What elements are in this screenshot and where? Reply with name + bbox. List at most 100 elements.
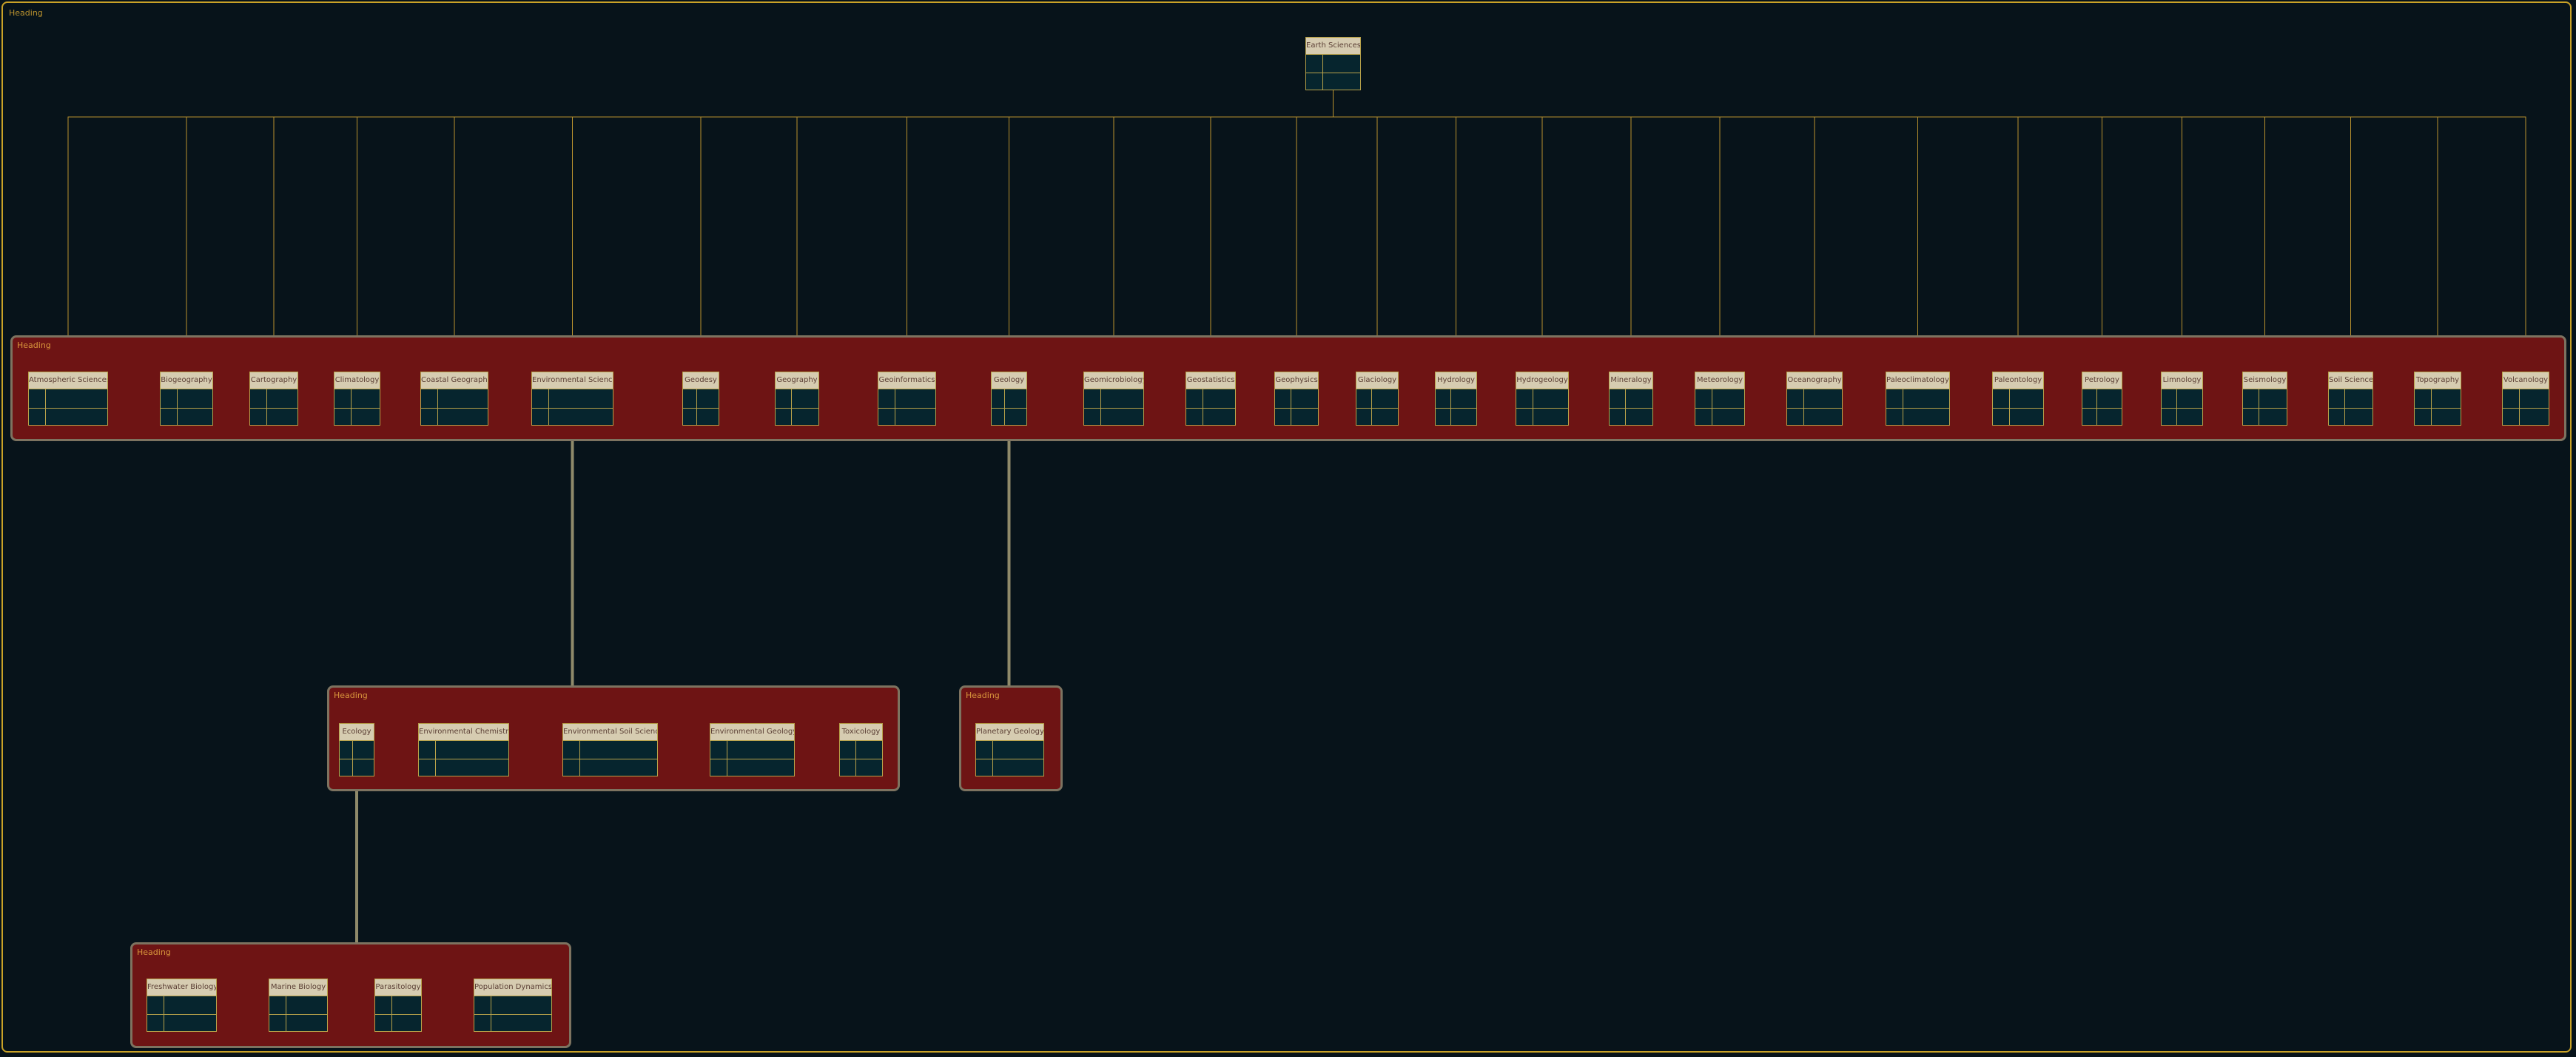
entity-earth-sciences[interactable]: Earth Sciences [1305, 37, 1361, 90]
entity-divider [2243, 408, 2287, 409]
entity-title: Limnology [2162, 372, 2202, 389]
entity-divider [2082, 408, 2122, 409]
entity-divider [1436, 408, 1476, 409]
entity-divider [1993, 408, 2043, 409]
entity-divider [776, 408, 818, 409]
entity-title: Environmental Soil Science [563, 724, 657, 740]
entity-geoinformatics[interactable]: Geoinformatics [878, 372, 936, 426]
entity-geodesy[interactable]: Geodesy [682, 372, 719, 426]
entity-divider [1004, 389, 1005, 425]
entity-glaciology[interactable]: Glaciology [1356, 372, 1399, 426]
entity-divider [976, 740, 1043, 741]
entity-environmental-science[interactable]: Environmental Science [531, 372, 613, 426]
entity-geostatistics[interactable]: Geostatistics [1186, 372, 1236, 426]
entity-divider [1450, 389, 1451, 425]
entity-environmental-geology[interactable]: Environmental Geology [710, 723, 795, 776]
entity-title: Hydrogeology [1516, 372, 1568, 389]
entity-divider [435, 740, 436, 776]
entity-divider [2176, 389, 2177, 425]
entity-geography[interactable]: Geography [775, 372, 819, 426]
entity-title: Petrology [2082, 372, 2122, 389]
entity-divider [532, 408, 613, 409]
entity-divider [2503, 408, 2549, 409]
entity-hydrogeology[interactable]: Hydrogeology [1516, 372, 1569, 426]
frame-heading: Heading [9, 8, 43, 18]
entity-divider [437, 389, 438, 425]
entity-divider [177, 389, 178, 425]
entity-title: Biogeography [161, 372, 212, 389]
entity-divider [351, 389, 352, 425]
entity-divider [2009, 389, 2010, 425]
entity-toxicology[interactable]: Toxicology [839, 723, 883, 776]
entity-title: Environmental Science [532, 372, 613, 389]
entity-divider [340, 740, 374, 741]
entity-divider [1803, 389, 1804, 425]
entity-divider [29, 408, 107, 409]
entity-divider [250, 408, 297, 409]
entity-title: Geoinformatics [878, 372, 935, 389]
entity-divider [791, 389, 792, 425]
entity-title: Toxicology [840, 724, 882, 740]
entity-title: Paleoclimatology [1886, 372, 1949, 389]
entity-freshwater-biology[interactable]: Freshwater Biology [147, 979, 217, 1032]
entity-divider [334, 408, 380, 409]
entity-divider [2096, 389, 2097, 425]
entity-petrology[interactable]: Petrology [2082, 372, 2122, 426]
entity-environmental-chemistry[interactable]: Environmental Chemistry [418, 723, 509, 776]
entity-population-dynamics[interactable]: Population Dynamics [474, 979, 552, 1032]
entity-divider [2162, 408, 2202, 409]
entity-atmospheric-sciences[interactable]: Atmospheric Sciences [28, 372, 108, 426]
entity-topography[interactable]: Topography [2414, 372, 2461, 426]
entity-environmental-soil-science[interactable]: Environmental Soil Science [562, 723, 658, 776]
entity-title: Geophysics [1275, 372, 1318, 389]
entity-oceanography[interactable]: Oceanography [1786, 372, 1843, 426]
entity-divider [1084, 408, 1143, 409]
entity-divider [710, 740, 794, 741]
entity-marine-biology[interactable]: Marine Biology [269, 979, 328, 1032]
entity-meteorology[interactable]: Meteorology [1695, 372, 1745, 426]
entity-planetary-geology[interactable]: Planetary Geology [975, 723, 1044, 776]
entity-climatology[interactable]: Climatology [334, 372, 380, 426]
entity-title: Geology [992, 372, 1026, 389]
entity-hydrology[interactable]: Hydrology [1435, 372, 1477, 426]
entity-title: Population Dynamics [474, 979, 551, 996]
entity-divider [161, 408, 212, 409]
entity-divider [696, 389, 697, 425]
entity-soil-science[interactable]: Soil Science [2328, 372, 2373, 426]
entity-divider [548, 389, 549, 425]
entity-geophysics[interactable]: Geophysics [1274, 372, 1319, 426]
entity-divider [352, 740, 353, 776]
entity-parasitology[interactable]: Parasitology [374, 979, 422, 1032]
entity-title: Planetary Geology [976, 724, 1043, 740]
entity-divider [269, 1014, 327, 1015]
entity-divider [2519, 389, 2520, 425]
entity-geomicrobiology[interactable]: Geomicrobiology [1083, 372, 1144, 426]
entity-cartography[interactable]: Cartography [249, 372, 298, 426]
entity-seismology[interactable]: Seismology [2242, 372, 2287, 426]
entity-divider [1625, 389, 1626, 425]
entity-coastal-geography[interactable]: Coastal Geography [420, 372, 488, 426]
entity-title: Seismology [2243, 372, 2287, 389]
entity-title: Meteorology [1695, 372, 1744, 389]
entity-limnology[interactable]: Limnology [2161, 372, 2203, 426]
entity-divider [992, 408, 1026, 409]
entity-divider [266, 389, 267, 425]
entity-geology[interactable]: Geology [991, 372, 1027, 426]
entity-title: Geodesy [683, 372, 719, 389]
entity-divider [474, 1014, 551, 1015]
entity-paleoclimatology[interactable]: Paleoclimatology [1886, 372, 1950, 426]
entity-mineralogy[interactable]: Mineralogy [1609, 372, 1653, 426]
entity-paleontology[interactable]: Paleontology [1992, 372, 2044, 426]
entity-biogeography[interactable]: Biogeography [160, 372, 213, 426]
entity-ecology[interactable]: Ecology [339, 723, 374, 776]
entity-divider [563, 740, 657, 741]
group-heading: Heading [334, 691, 368, 700]
entity-title: Geography [776, 372, 818, 389]
entity-volcanology[interactable]: Volcanology [2502, 372, 2549, 426]
entity-title: Climatology [334, 372, 380, 389]
entity-divider [45, 389, 46, 425]
entity-divider [1695, 408, 1744, 409]
entity-divider [419, 740, 508, 741]
entity-title: Soil Science [2329, 372, 2372, 389]
